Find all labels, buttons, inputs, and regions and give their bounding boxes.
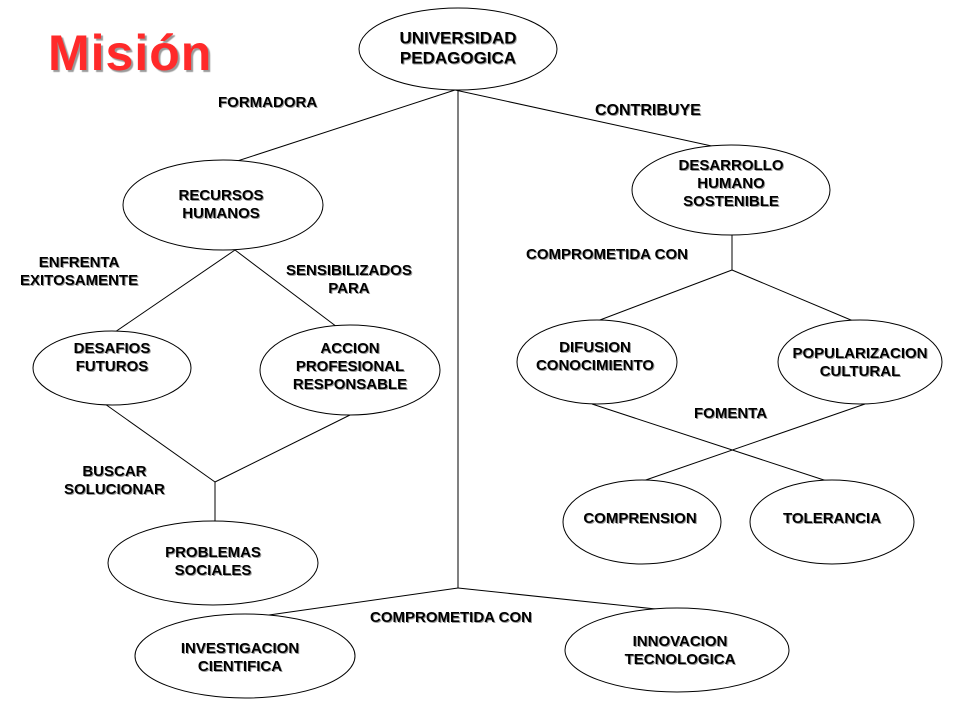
node-investigacion-text: INVESTIGACION CIENTIFICA bbox=[180, 640, 300, 675]
node-desafios bbox=[32, 330, 192, 406]
edge-difusion-tolerancia bbox=[591, 403, 831, 483]
node-comprension bbox=[562, 479, 722, 565]
edge-accion-problemas bbox=[214, 414, 351, 483]
edge-label-enfrenta: ENFRENTA EXITOSAMENTE bbox=[20, 254, 139, 289]
edge-label-comprometida-top: COMPROMETIDA CON bbox=[526, 246, 688, 263]
node-desarrollo-text: DESARROLLO HUMANO SOSTENIBLE bbox=[678, 157, 784, 210]
edge-trunk-investigacion bbox=[254, 587, 459, 618]
node-recursos-humanos bbox=[122, 159, 324, 251]
node-universidad-text: UNIVERSIDAD PEDAGOGICA bbox=[399, 28, 517, 68]
edge-trunk-innovacion bbox=[457, 587, 666, 611]
node-recursos-humanos-text: RECURSOS HUMANOS bbox=[178, 187, 264, 222]
node-popularizacion bbox=[777, 319, 943, 405]
edge-label-comprometida-bottom: COMPROMETIDA CON bbox=[370, 609, 532, 626]
edge-desarrollo-difusion bbox=[591, 269, 733, 324]
edge-desarrollo-popularizacion bbox=[731, 269, 859, 324]
node-tolerancia bbox=[749, 479, 915, 565]
node-accion-text: ACCION PROFESIONAL RESPONSABLE bbox=[292, 340, 408, 393]
edge-recursos-accion bbox=[234, 249, 346, 334]
node-problemas-text: PROBLEMAS SOCIALES bbox=[165, 544, 261, 579]
edge-universidad-recursos bbox=[224, 89, 456, 166]
node-difusion bbox=[516, 319, 678, 405]
edge-label-fomenta: FOMENTA bbox=[694, 405, 768, 422]
node-innovacion-text: INNOVACION TECNOLOGICA bbox=[624, 633, 736, 668]
edge-label-contribuye: CONTRIBUYE bbox=[595, 102, 701, 119]
node-problemas bbox=[107, 520, 319, 606]
node-comprension-text: COMPRENSION bbox=[583, 510, 697, 527]
edge-label-formadora: FORMADORA bbox=[218, 94, 318, 111]
edge-label-buscar: BUSCAR SOLUCIONAR bbox=[64, 463, 165, 498]
node-accion bbox=[259, 324, 441, 416]
node-popularizacion-text: POPULARIZACION CULTURAL bbox=[792, 345, 928, 380]
node-innovacion bbox=[564, 607, 790, 693]
edge-label-sensibilizados: SENSIBILIZADOS PARA bbox=[286, 262, 412, 297]
edge-universidad-desarrollo bbox=[454, 89, 731, 151]
node-difusion-text: DIFUSION CONOCIMIENTO bbox=[535, 339, 655, 374]
node-desafios-text: DESAFIOS FUTUROS bbox=[73, 340, 151, 375]
edge-popularizacion-comprension bbox=[639, 403, 866, 483]
node-universidad bbox=[358, 7, 558, 91]
edge-desafios-problemas bbox=[104, 403, 216, 483]
node-desarrollo bbox=[631, 144, 831, 236]
node-investigacion bbox=[134, 613, 356, 699]
page-title: Misión bbox=[48, 25, 213, 81]
edge-recursos-desafios bbox=[114, 249, 236, 333]
node-tolerancia-text: TOLERANCIA bbox=[782, 510, 882, 527]
